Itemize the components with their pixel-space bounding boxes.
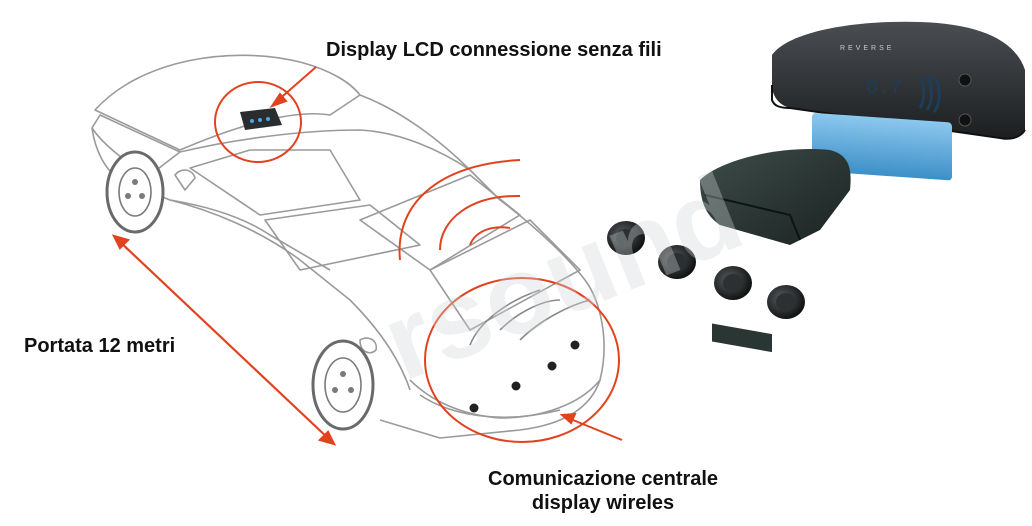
- communication-label-line1: Comunicazione centrale: [488, 467, 718, 491]
- communication-label: Comunicazione centrale display wireles: [488, 467, 718, 515]
- dashboard-display: [240, 108, 282, 130]
- brand-label: REVERSE: [840, 45, 894, 52]
- display-lcd-label: Display LCD connessione senza fili: [326, 38, 662, 62]
- watermark: rsound: [366, 150, 758, 404]
- communication-label-line2: display wireles: [488, 491, 718, 515]
- range-label: Portata 12 metri: [24, 334, 175, 358]
- lcd-readout: 0.7: [866, 77, 902, 100]
